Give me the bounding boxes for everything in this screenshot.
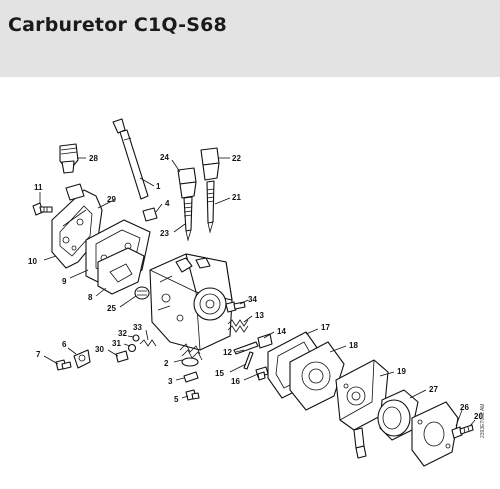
page-title: Carburetor C1Q-S68: [8, 14, 227, 36]
callout-25: 25: [107, 304, 116, 313]
part-31-washer: [127, 343, 137, 353]
part-10-cover-plate: [51, 183, 103, 269]
part-7-screw: [55, 359, 72, 371]
callout-11: 11: [34, 183, 43, 192]
callout-32: 32: [118, 329, 127, 338]
exploded-view-diagram: 28 1 29 11 10 9 8 25 4 24 22 21 23 34 13…: [0, 77, 500, 484]
callout-34: 34: [248, 295, 257, 304]
callout-26: 26: [460, 403, 469, 412]
callout-29: 29: [107, 195, 116, 204]
part-6-cam: [73, 349, 91, 369]
leader-lines: [39, 157, 476, 427]
part-4-bushing: [142, 207, 158, 222]
part-15-pin: [243, 351, 254, 370]
part-23-needle: [183, 196, 193, 242]
part-28-cap: [59, 143, 79, 174]
part-33-spring: [139, 339, 157, 347]
part-21-needle: [206, 180, 215, 234]
part-12-needle: [233, 341, 259, 355]
part-32-ring: [132, 334, 140, 342]
part-13-spring: [227, 319, 249, 333]
part-19-pump-housing: [335, 359, 389, 459]
callout-28: 28: [89, 154, 98, 163]
callout-3: 3: [168, 377, 173, 386]
callout-9: 9: [62, 277, 67, 286]
part-34-screw: [225, 301, 246, 313]
callout-17: 17: [321, 323, 330, 332]
callout-31: 31: [112, 339, 121, 348]
part-30-nut: [115, 350, 129, 363]
part-14-lever: [257, 333, 273, 349]
callout-10: 10: [28, 257, 37, 266]
callout-1: 1: [156, 182, 161, 191]
drawing-reference-code: 2393ET062 AM: [480, 403, 486, 438]
callout-20: 20: [474, 412, 483, 421]
callout-27: 27: [429, 385, 438, 394]
callout-18: 18: [349, 341, 358, 350]
part-20-cover: [411, 401, 459, 467]
part-24-cap: [177, 167, 197, 199]
part-11-screw: [32, 202, 53, 216]
callout-16: 16: [231, 377, 240, 386]
part-3-washer: [183, 371, 199, 383]
callout-7: 7: [36, 350, 41, 359]
callout-4: 4: [165, 199, 170, 208]
page-header: Carburetor C1Q-S68: [0, 0, 500, 77]
callout-labels: 28 1 29 11 10 9 8 25 4 24 22 21 23 34 13…: [28, 153, 483, 421]
callout-15: 15: [215, 369, 224, 378]
callout-19: 19: [397, 367, 406, 376]
part-2-spring: [179, 343, 203, 367]
callout-5: 5: [174, 395, 179, 404]
part-5-screw: [185, 389, 200, 401]
callout-30: 30: [95, 345, 104, 354]
part-16-screw: [255, 366, 269, 381]
callout-14: 14: [277, 327, 286, 336]
part-1-throttle-shaft: [112, 118, 149, 200]
part-26-screw: [451, 424, 474, 439]
part-22-cap: [200, 147, 220, 181]
callout-2: 2: [164, 359, 169, 368]
callout-13: 13: [255, 311, 264, 320]
callout-6: 6: [62, 340, 67, 349]
callout-33: 33: [133, 323, 142, 332]
part-18-plate: [289, 341, 345, 411]
carburetor-body: [149, 253, 233, 351]
callout-24: 24: [160, 153, 169, 162]
callout-8: 8: [88, 293, 93, 302]
callout-22: 22: [232, 154, 241, 163]
parts-diagram-svg: 28 1 29 11 10 9 8 25 4 24 22 21 23 34 13…: [28, 118, 483, 467]
part-25-spring: [134, 286, 150, 300]
callout-21: 21: [232, 193, 241, 202]
callout-23: 23: [160, 229, 169, 238]
part-8-diaphragm: [97, 247, 145, 295]
callout-12: 12: [223, 348, 232, 357]
